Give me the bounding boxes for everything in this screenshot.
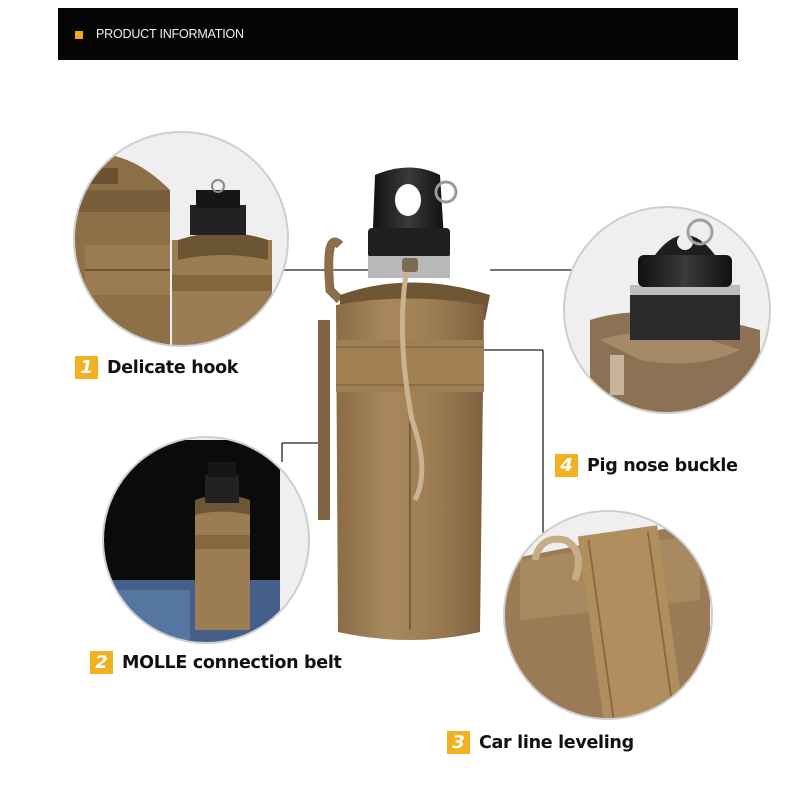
detail-circle-molle-border — [102, 436, 310, 644]
detail-circle-stitching-border — [503, 510, 713, 720]
feature-4-number-badge: 4 — [555, 454, 578, 477]
detail-circle-stitching — [504, 511, 712, 719]
detail-circle-hook-border — [73, 131, 289, 347]
feature-3-number-badge: 3 — [447, 731, 470, 754]
detail-circle-hook — [74, 132, 288, 346]
feature-3: 3 Car line leveling — [447, 731, 634, 754]
main-product — [318, 167, 490, 640]
product-information-header: PRODUCT INFORMATION — [58, 8, 738, 60]
header-title: PRODUCT INFORMATION — [96, 27, 244, 41]
detail-circle-buckle — [564, 207, 770, 413]
detail-circle-molle — [103, 437, 309, 643]
feature-4-label: Pig nose buckle — [587, 455, 738, 476]
feature-3-label: Car line leveling — [479, 732, 634, 753]
feature-1-label: Delicate hook — [107, 357, 239, 378]
feature-2: 2 MOLLE connection belt — [90, 651, 342, 674]
header-accent-square — [75, 31, 83, 39]
feature-2-number-badge: 2 — [90, 651, 113, 674]
feature-2-label: MOLLE connection belt — [122, 652, 342, 673]
feature-1-number-badge: 1 — [75, 356, 98, 379]
detail-circle-buckle-border — [563, 206, 771, 414]
feature-4: 4 Pig nose buckle — [555, 454, 738, 477]
feature-1: 1 Delicate hook — [75, 356, 238, 379]
